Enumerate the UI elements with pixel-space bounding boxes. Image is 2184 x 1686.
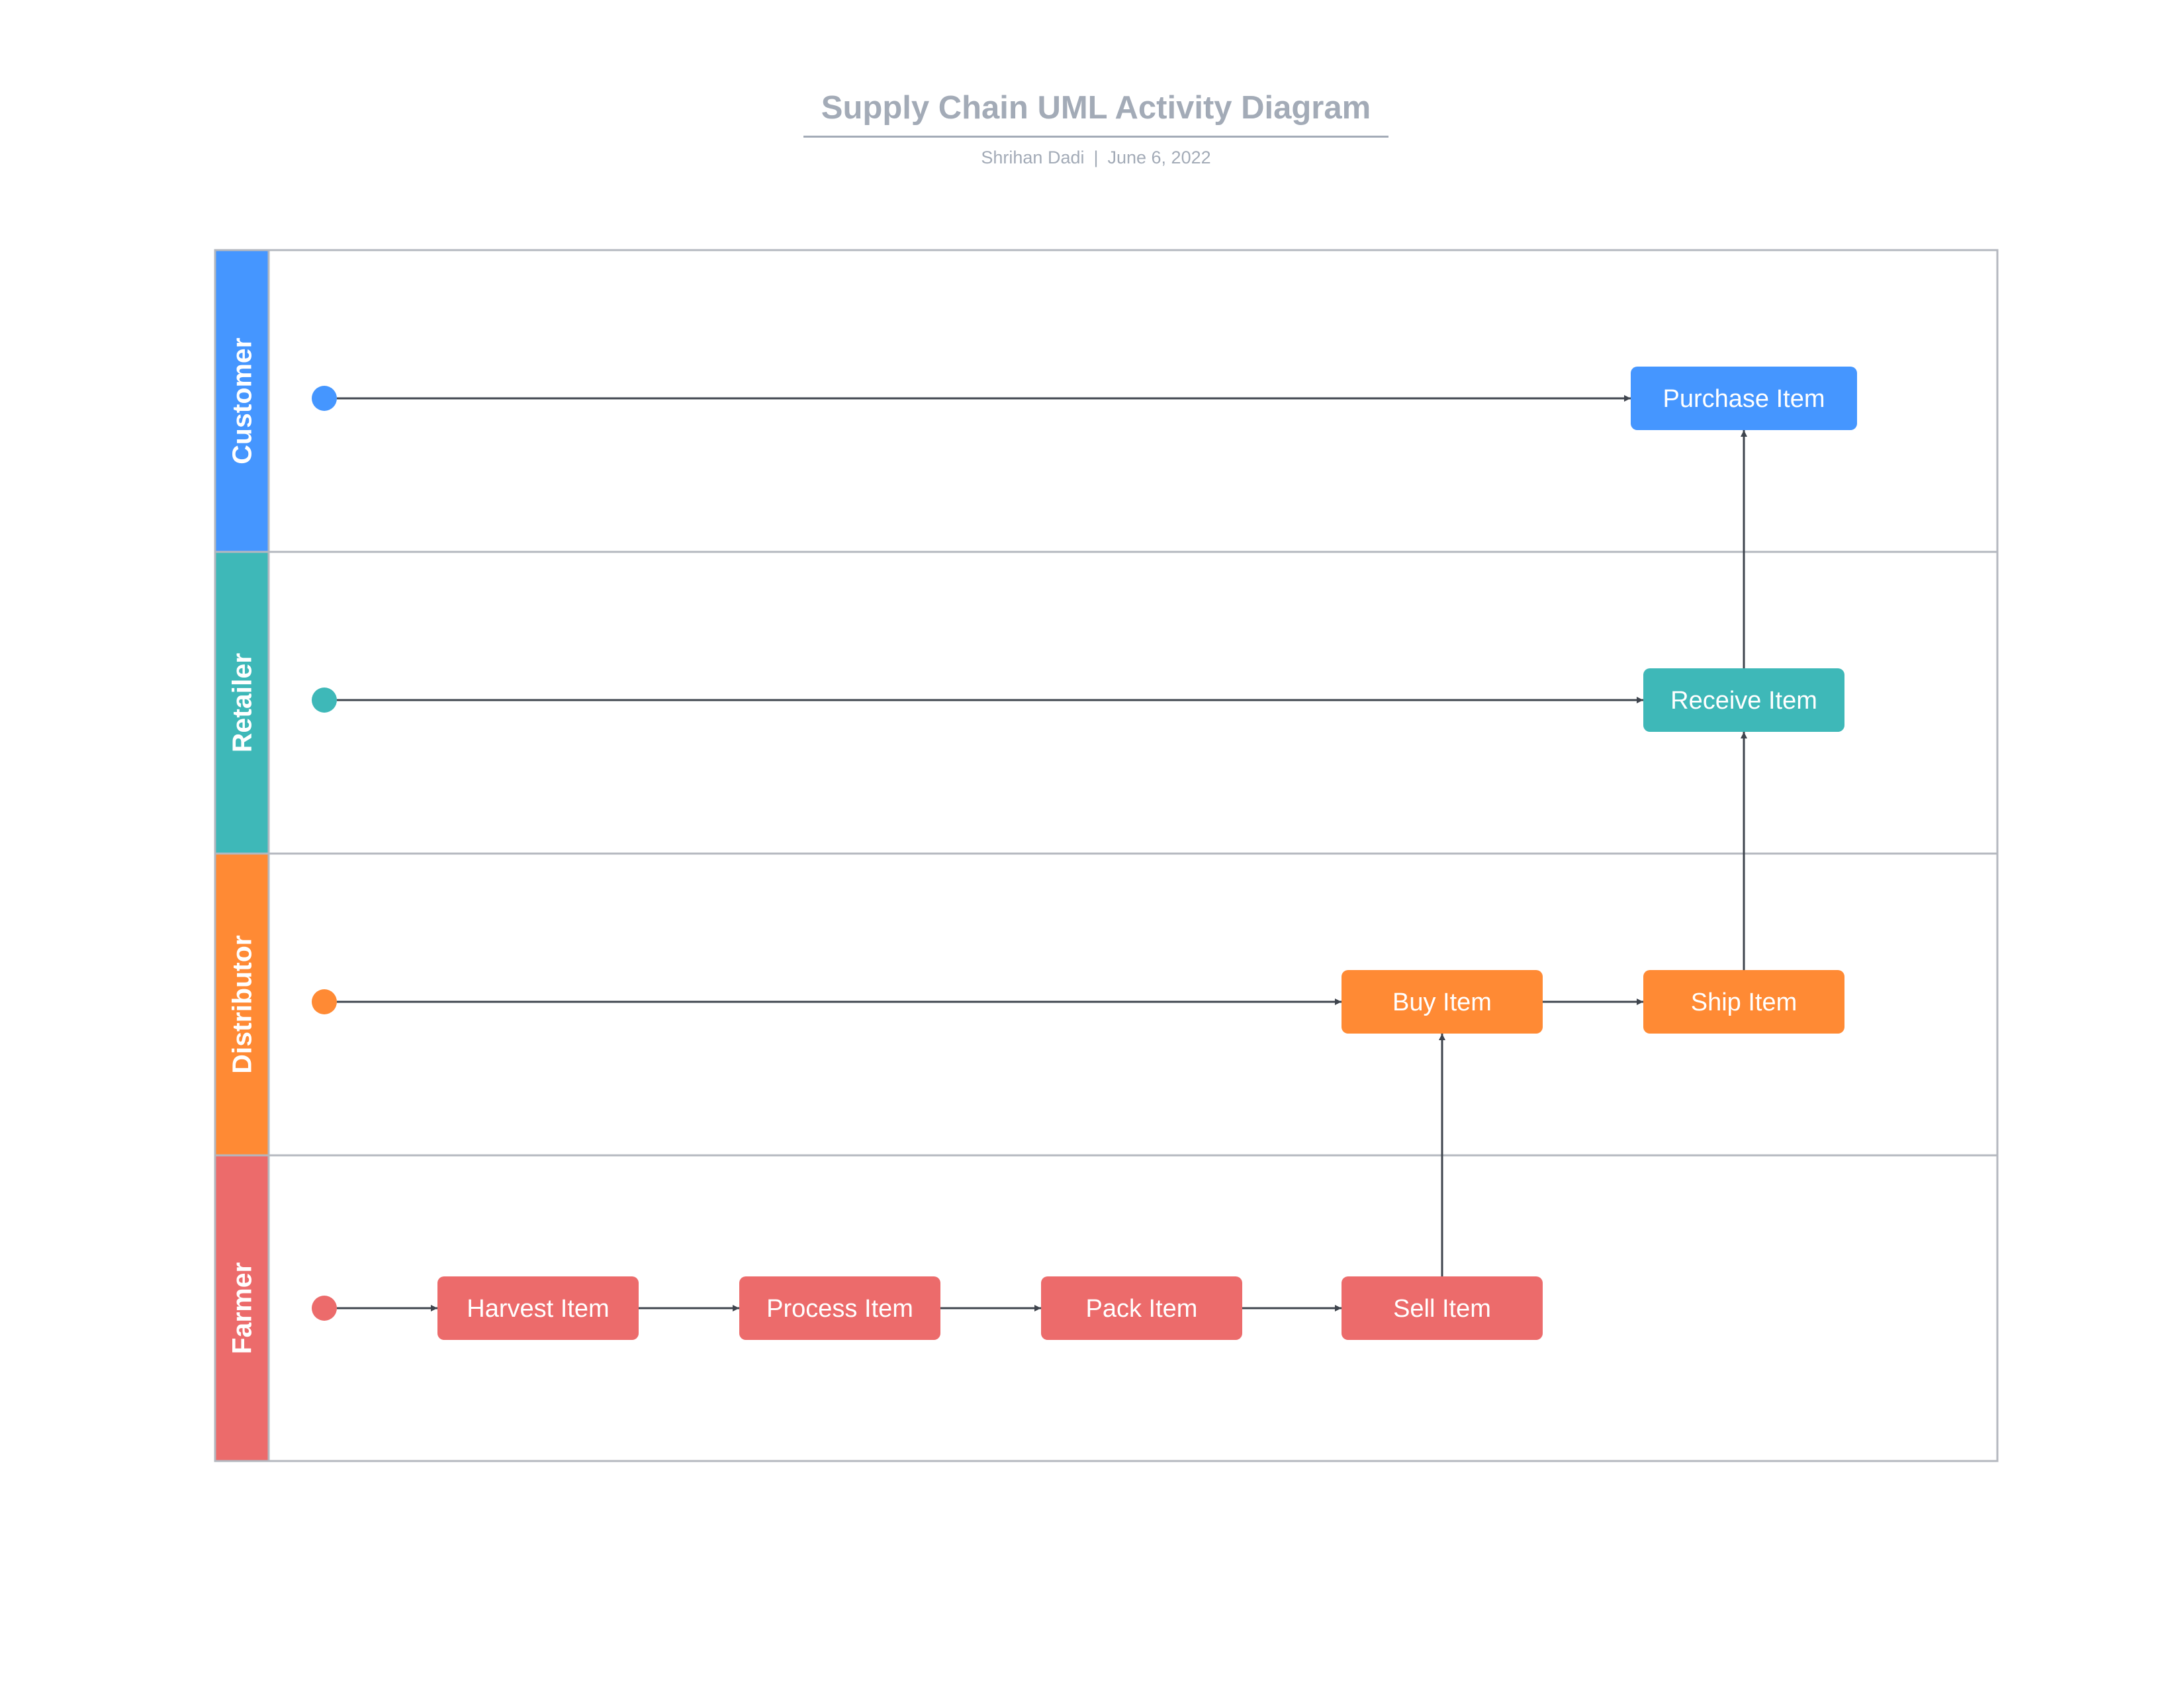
activity-box: [1643, 970, 1844, 1034]
lane-farmer: Farmer: [215, 1154, 1997, 1461]
lane-retailer: Retailer: [215, 551, 1997, 854]
activity-box: [739, 1276, 940, 1340]
activity-label-sell: Sell Item: [1393, 1295, 1491, 1323]
activity-box: [1041, 1276, 1242, 1340]
start-node-customer: [312, 386, 337, 411]
lane-label-farmer: Farmer: [227, 1262, 257, 1354]
start-node-farmer: [312, 1296, 337, 1321]
activity-process[interactable]: Process Item: [739, 1276, 940, 1340]
lane-header-farmer: [215, 1155, 269, 1461]
activity-purchase[interactable]: Purchase Item: [1631, 367, 1857, 430]
start-node-retailer: [312, 688, 337, 713]
diagram-subtitle: Shrihan Dadi | June 6, 2022: [803, 144, 1388, 171]
activity-box: [1631, 367, 1857, 430]
activity-harvest[interactable]: Harvest Item: [437, 1276, 639, 1340]
activity-label-purchase: Purchase Item: [1663, 385, 1825, 413]
lane-header-distributor: [215, 854, 269, 1155]
activity-buy[interactable]: Buy Item: [1342, 970, 1543, 1034]
activity-sell[interactable]: Sell Item: [1342, 1276, 1543, 1340]
subtitle-separator: |: [1093, 148, 1099, 167]
activity-label-pack: Pack Item: [1086, 1295, 1198, 1323]
activity-pack[interactable]: Pack Item: [1041, 1276, 1242, 1340]
lane-header-retailer: [215, 552, 269, 854]
diagram-title: Supply Chain UML Activity Diagram: [821, 90, 1371, 126]
activity-label-ship: Ship Item: [1691, 989, 1797, 1016]
activity-ship[interactable]: Ship Item: [1643, 970, 1844, 1034]
lane-label-distributor: Distributor: [227, 935, 257, 1074]
activity-box: [1342, 970, 1543, 1034]
lane-label-retailer: Retailer: [227, 653, 257, 752]
activity-label-receive: Receive Item: [1670, 687, 1817, 715]
lane-customer: Customer: [215, 250, 269, 552]
activity-box: [1342, 1276, 1543, 1340]
author-name: Shrihan Dadi: [981, 148, 1085, 167]
lane-label-customer: Customer: [227, 337, 257, 464]
lane-frame: [214, 249, 1999, 1462]
start-node-distributor: [312, 989, 337, 1014]
activity-label-process: Process Item: [766, 1295, 913, 1323]
title-underline: [803, 136, 1388, 138]
activity-box: [1643, 668, 1844, 732]
activity-box: [437, 1276, 639, 1340]
diagram-date: June 6, 2022: [1107, 148, 1211, 167]
activity-label-harvest: Harvest Item: [467, 1295, 609, 1323]
edges-layer: [337, 395, 1747, 1311]
lane-distributor: Distributor: [215, 852, 1997, 1155]
activity-receive[interactable]: Receive Item: [1643, 668, 1844, 732]
lane-header-customer: [215, 250, 269, 552]
activity-label-buy: Buy Item: [1392, 989, 1492, 1016]
